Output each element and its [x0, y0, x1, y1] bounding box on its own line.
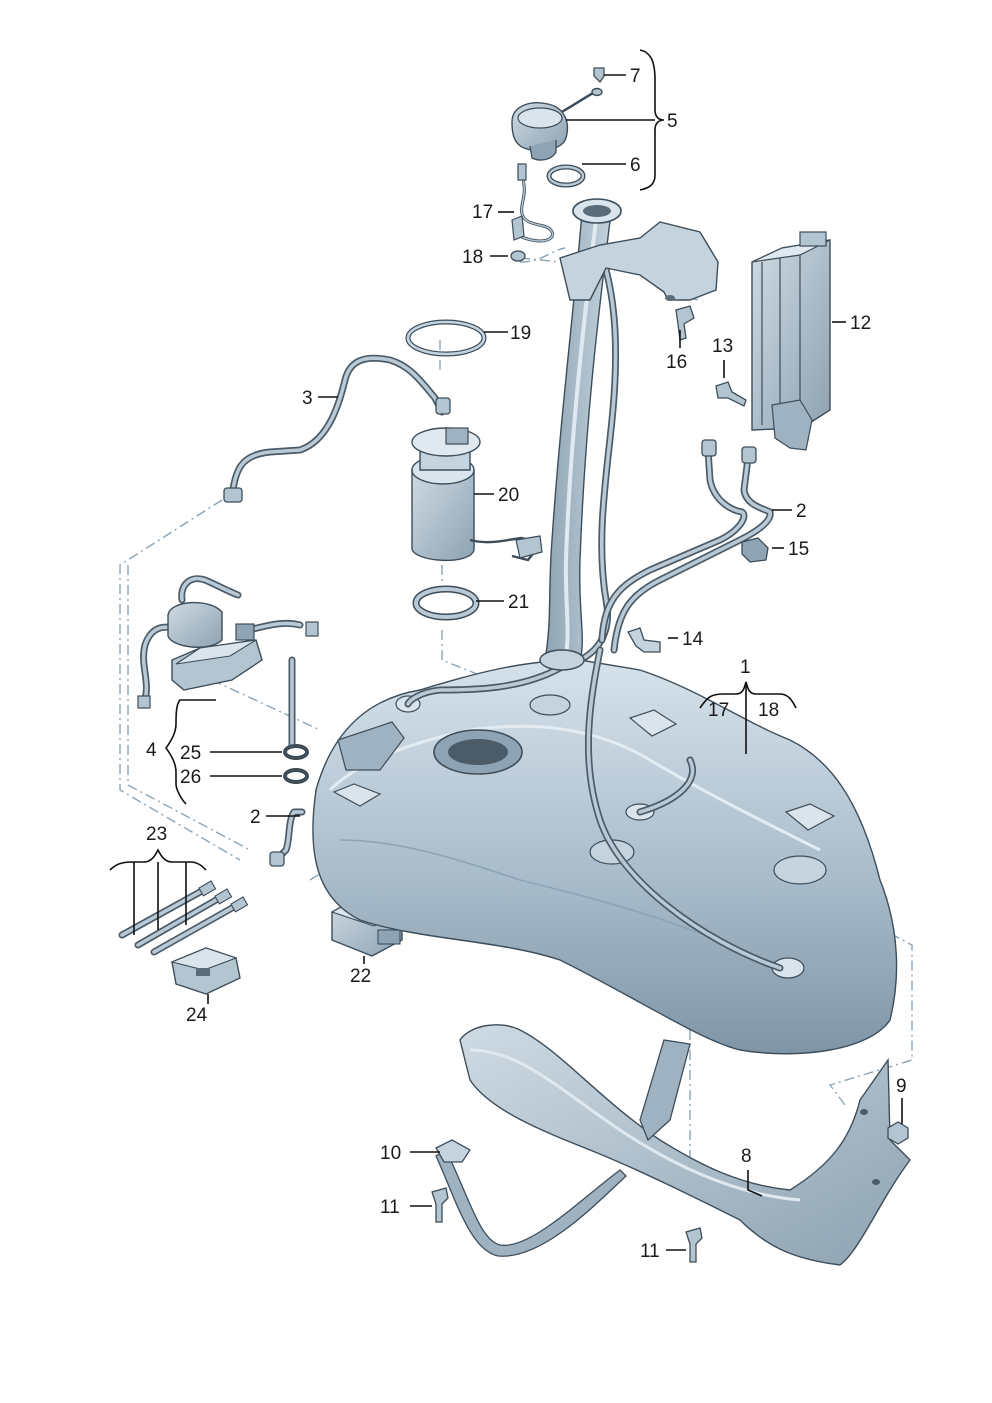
cap-tether-eyelet [591, 87, 603, 97]
callout-17-earth: 17 [472, 202, 493, 223]
filler-neck [544, 198, 719, 664]
bracket-bolt [675, 305, 695, 341]
strap-bracket [435, 1139, 471, 1163]
fuel-line-left [269, 808, 306, 867]
callout-21: 21 [508, 592, 529, 613]
pump-seal [412, 585, 480, 621]
callout-11-right: 11 [640, 1241, 660, 1262]
hose-clamp-26 [283, 768, 309, 784]
line-holder [170, 947, 241, 995]
fuel-delivery-unit [411, 427, 543, 562]
callout-15: 15 [788, 539, 809, 560]
callout-1: 1 [740, 657, 751, 678]
callout-2-upper: 2 [796, 501, 807, 522]
callout-24: 24 [186, 1005, 208, 1026]
connecting-hoses [118, 880, 249, 956]
callout-17-tank: 17 [708, 700, 729, 721]
callout-3: 3 [302, 388, 313, 409]
fuel-supply-line [223, 354, 451, 503]
callout-7: 7 [630, 66, 641, 87]
callout-14: 14 [682, 629, 704, 650]
cap-rivet [593, 67, 605, 84]
callout-10: 10 [380, 1143, 401, 1164]
callout-22: 22 [350, 966, 371, 987]
callout-18-tank: 18 [758, 700, 779, 721]
callout-25: 25 [180, 743, 201, 764]
callout-2-left: 2 [250, 807, 261, 828]
tank-straps [431, 1039, 703, 1263]
fuel-tank [312, 646, 898, 1055]
earthing-nut [510, 250, 526, 262]
heat-shield-nut [887, 1121, 909, 1145]
fuel-filter-unit [137, 575, 319, 784]
callout-6: 6 [630, 155, 641, 176]
leader-lines [109, 49, 903, 1251]
line-clip [741, 537, 769, 563]
filler-neck-bracket [559, 221, 719, 301]
earthing-wire [510, 163, 554, 262]
callout-23: 23 [146, 824, 167, 845]
fuel-cap-assembly [511, 67, 605, 188]
callout-11-left: 11 [380, 1197, 400, 1218]
line-bracket [627, 627, 661, 653]
strap-bolt-left [431, 1187, 449, 1223]
callout-13: 13 [712, 336, 733, 357]
callout-9: 9 [896, 1076, 907, 1097]
callout-8: 8 [741, 1146, 752, 1167]
callout-26: 26 [180, 767, 201, 788]
callout-20: 20 [498, 485, 519, 506]
callout-12: 12 [850, 313, 871, 334]
callout-16: 16 [666, 352, 687, 373]
canister-bolt [715, 381, 747, 407]
callout-4: 4 [146, 740, 157, 761]
callout-labels: 7 5 6 17 18 19 3 20 21 14 15 2 12 13 16 … [146, 66, 907, 1262]
hose-clamp-25 [283, 744, 309, 760]
callout-18-earth: 18 [462, 247, 483, 268]
callout-19: 19 [510, 323, 531, 344]
callout-5: 5 [667, 111, 678, 132]
heat-shield [459, 1024, 911, 1266]
activated-charcoal-canister [715, 231, 831, 451]
locking-ring [405, 319, 487, 357]
fuel-lines-upper [598, 439, 774, 654]
strap-bolt-right [685, 1227, 703, 1263]
